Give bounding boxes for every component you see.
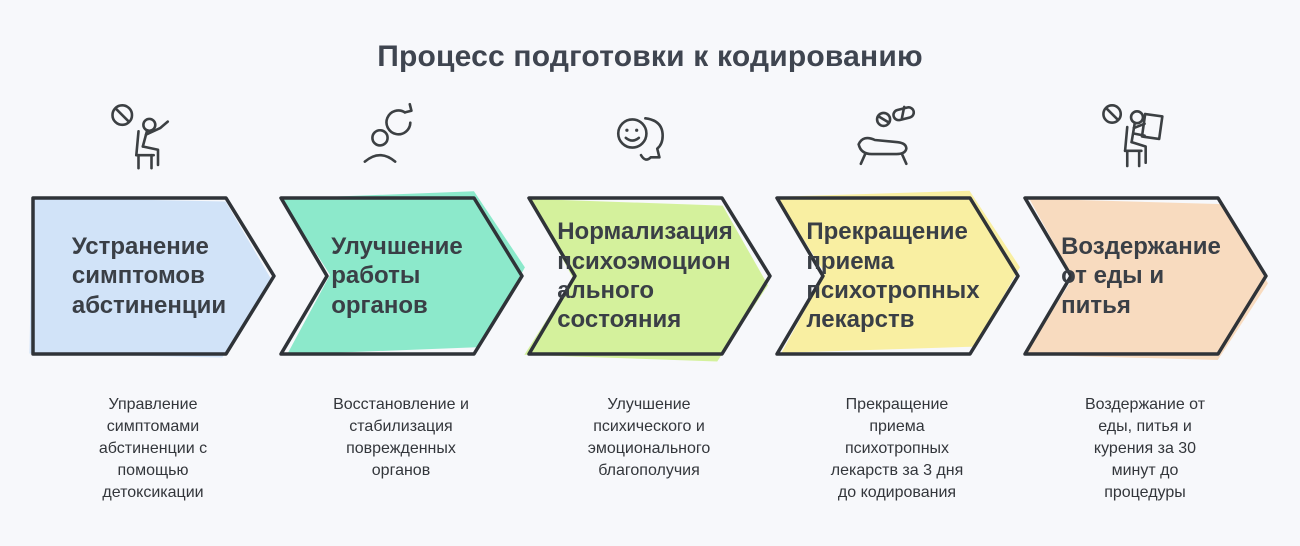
step-title: Устранение симптомов абстиненции xyxy=(71,233,227,319)
step-4: Прекращение приема психотропных лекарств… xyxy=(772,0,1022,546)
step-title: Улучшение работы органов xyxy=(331,233,463,319)
step-description: Восстановление и стабилизация поврежденн… xyxy=(333,396,469,480)
arrow-outline xyxy=(775,196,1020,356)
step-title: Нормализация психоэмоцион ального состоя… xyxy=(557,218,733,334)
step-description: Воздержание от еды, питья и курения за 3… xyxy=(1084,396,1206,502)
step-description: Прекращение приема психотропных лекарств… xyxy=(830,396,964,502)
arrow-outline xyxy=(31,196,276,356)
arrow-outline xyxy=(279,196,524,356)
step-5: Воздержание от еды и питья Воздержание о… xyxy=(1020,0,1270,546)
step-title: Воздержание от еды и питья xyxy=(1061,233,1221,319)
no-food-person-icon xyxy=(1098,100,1176,180)
step-title-box: Устранение симптомов абстиненции xyxy=(28,190,278,362)
person-recovery-icon xyxy=(354,100,432,180)
step-arrow: Прекращение приема психотропных лекарств xyxy=(772,190,1022,362)
arrow-fill xyxy=(281,191,525,355)
step-1: Устранение симптомов абстиненции Управле… xyxy=(28,0,278,546)
no-pills-person-icon xyxy=(106,100,184,180)
step-arrow: Нормализация психоэмоцион ального состоя… xyxy=(524,190,774,362)
arrow-outline xyxy=(527,196,772,356)
arrow-fill xyxy=(776,190,1020,353)
arrow-fill xyxy=(1024,198,1268,361)
step-title: Прекращение приема психотропных лекарств xyxy=(806,218,980,334)
step-description: Управление симптомами абстиненции с помо… xyxy=(98,396,208,502)
mind-smile-icon xyxy=(602,100,680,180)
step-description: Улучшение психического и эмоционального … xyxy=(587,396,711,480)
arrow-fill xyxy=(29,197,272,358)
step-arrow: Воздержание от еды и питья xyxy=(1020,190,1270,362)
page-title: Процесс подготовки к кодированию xyxy=(377,40,923,73)
arrow-fill xyxy=(524,198,768,362)
step-title-box: Прекращение приема психотропных лекарств xyxy=(772,190,1022,362)
step-3: Нормализация психоэмоцион ального состоя… xyxy=(524,0,774,546)
step-title-box: Воздержание от еды и питья xyxy=(1020,190,1270,362)
step-arrow: Улучшение работы органов xyxy=(276,190,526,362)
hand-pills-icon xyxy=(850,100,928,180)
step-2: Улучшение работы органов Восстановление … xyxy=(276,0,526,546)
step-title-box: Нормализация психоэмоцион ального состоя… xyxy=(524,190,774,362)
step-arrow: Устранение симптомов абстиненции xyxy=(28,190,278,362)
arrow-outline xyxy=(1023,196,1268,356)
step-title-box: Улучшение работы органов xyxy=(276,190,526,362)
